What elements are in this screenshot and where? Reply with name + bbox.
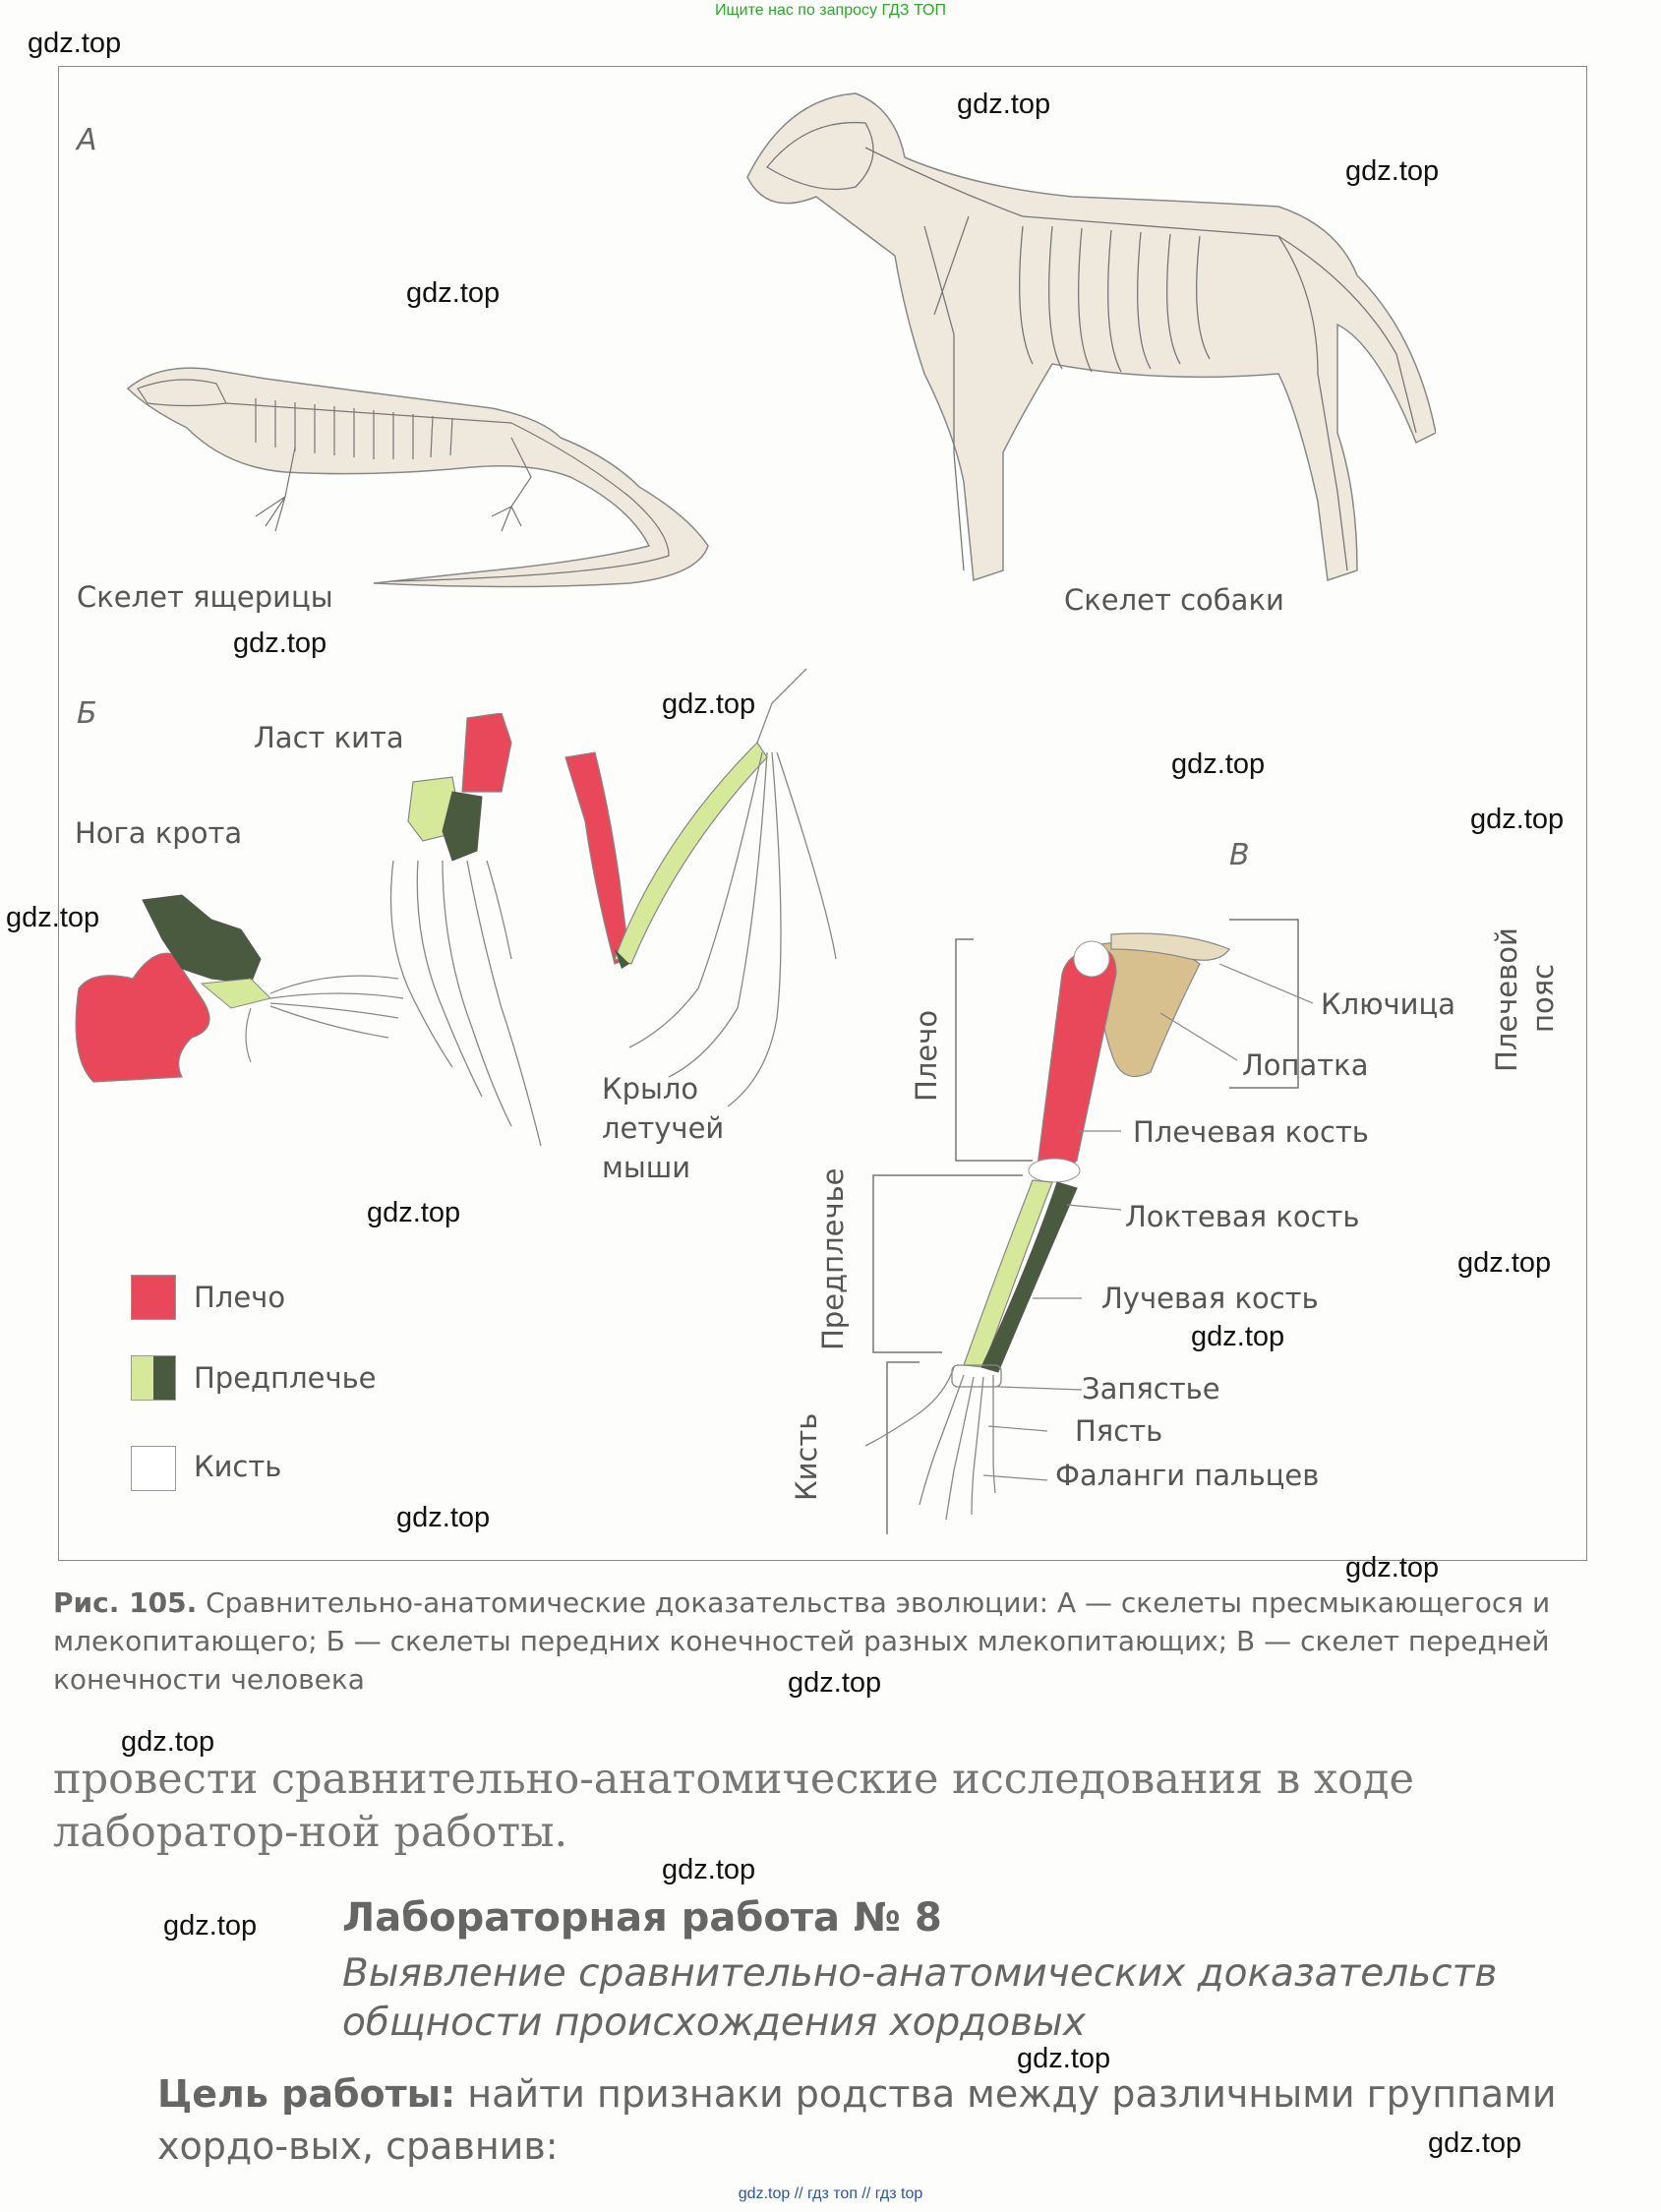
figure-caption: Рис. 105. Сравнительно-анатомические док… [53,1584,1597,1699]
caption-text: Сравнительно-анатомические доказательств… [53,1586,1551,1696]
watermark: gdz.top [1345,155,1440,187]
section-b-label: Б [77,696,97,731]
lab-title: Лабораторная работа № 8 [342,1895,942,1941]
legend-hand-swatch [131,1446,176,1491]
watermark: gdz.top [1457,1247,1552,1279]
caption-label: Рис. 105. [53,1586,198,1619]
watermark: gdz.top [233,628,327,659]
mole-leg-image [75,894,404,1083]
ulna-label: Локтевая кость [1125,1200,1360,1233]
bracket-forearm-label: Предплечье [816,1167,850,1350]
watermark: gdz.top [28,28,122,59]
goal-paragraph: Цель работы: найти признаки родства межд… [157,2068,1603,2173]
bottom-banner[interactable]: gdz.top // гдз топ // гдз top [738,2185,923,2202]
clavicle-label: Ключица [1321,987,1456,1021]
bat-wing-image [564,668,837,1107]
mole-label: Нога крота [75,816,243,850]
goal-text: найти признаки родства между различными … [157,2072,1557,2168]
bat-label-line-2: летучей [602,1111,725,1145]
watermark: gdz.top [662,688,756,720]
human-arm-skeleton-image [864,919,1314,1534]
whale-label: Ласт кита [254,721,404,754]
watermark: gdz.top [1171,748,1266,780]
watermark: gdz.top [367,1197,461,1228]
metacarpus-label: Пясть [1075,1414,1163,1448]
figure-frame [58,66,1587,1561]
section-v-label: В [1229,838,1250,872]
watermark: gdz.top [6,902,100,933]
carpus-label: Запястье [1082,1372,1220,1405]
watermark: gdz.top [406,277,501,309]
watermark: gdz.top [662,1854,756,1885]
dog-skeleton-image [746,92,1436,582]
bat-label-line-3: мыши [602,1151,691,1184]
radius-label: Лучевая кость [1101,1282,1319,1315]
top-banner[interactable]: Ищите нас по запросу ГДЗ ТОП [715,2,946,19]
body-paragraph: провести сравнительно-анатомические иссл… [53,1755,1414,1857]
watermark: gdz.top [163,1910,258,1942]
legend-forearm-swatch [131,1355,176,1401]
watermark: gdz.top [396,1502,491,1533]
watermark: gdz.top [1017,2043,1111,2074]
watermark: gdz.top [788,1667,882,1699]
watermark: gdz.top [1428,2127,1522,2159]
section-a-label: А [77,123,97,157]
bracket-girdle-label-2: пояс [1526,963,1560,1033]
watermark: gdz.top [1345,1552,1440,1584]
lizard-label: Скелет ящерицы [77,580,333,614]
watermark: gdz.top [1191,1321,1285,1352]
bat-label-line-1: Крыло [602,1072,699,1106]
phalanges-label: Фаланги пальцев [1055,1459,1320,1492]
legend-shoulder-swatch [131,1275,176,1320]
bracket-shoulder-label: Плечо [910,1009,943,1102]
humerus-label: Плечевая кость [1133,1115,1369,1149]
bracket-hand-label: Кисть [790,1412,823,1501]
watermark: gdz.top [957,89,1051,120]
scapula-label: Лопатка [1242,1048,1369,1082]
lab-subtitle: Выявление сравнительно-анатомических док… [342,1951,1498,2045]
lizard-skeleton-image [126,367,709,588]
legend-hand-label: Кисть [194,1450,282,1483]
bracket-girdle-label-1: Плечевой [1490,927,1523,1072]
goal-label: Цель работы: [157,2072,456,2116]
watermark: gdz.top [121,1726,215,1758]
whale-flipper-image [389,713,542,1147]
watermark: gdz.top [1470,804,1565,835]
legend-forearm-label: Предплечье [194,1361,377,1395]
dog-label: Скелет собаки [1064,583,1284,617]
legend-shoulder-label: Плечо [194,1281,286,1314]
